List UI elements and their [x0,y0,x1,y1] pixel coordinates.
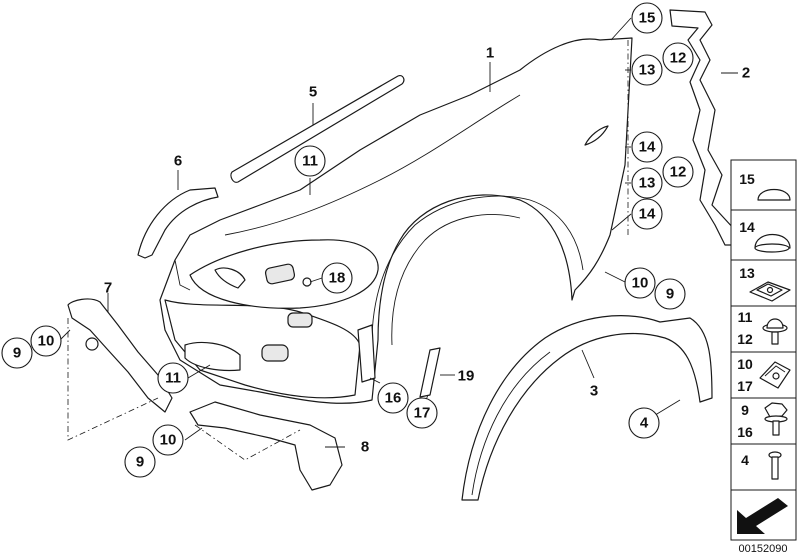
callout-11-top: 11 [294,145,326,177]
strip-part-16 [357,324,376,383]
svg-text:17: 17 [414,405,431,422]
clip-nut-icon [749,281,791,302]
diagram-id-code: 00152090 [739,543,788,555]
bracket-part-6 [137,187,219,259]
svg-text:4: 4 [640,415,649,432]
callout-9-left: 9 [1,337,33,369]
callout-4: 4 [628,407,660,439]
screw-with-washer-icon [762,318,788,345]
callout-13-a: 13 [631,54,663,86]
svg-text:10: 10 [632,275,649,292]
callout-13-b: 13 [631,167,663,199]
callout-17: 17 [406,397,438,429]
legend-number-17: 17 [737,378,753,394]
hex-bolt-icon [764,402,788,436]
callout-18: 18 [321,262,353,294]
callout-14-b: 14 [631,198,663,230]
label-part-6: 6 [174,153,182,170]
lower-bracket-part-8 [189,401,343,491]
callout-10-right: 10 [624,267,656,299]
svg-text:13: 13 [639,62,656,79]
callout-14-a: 14 [631,131,663,163]
strip-part-19 [419,347,441,398]
svg-text:10: 10 [38,333,55,350]
callout-10-left: 10 [30,325,62,357]
flat-cap-icon [754,234,791,253]
label-part-5: 5 [309,84,317,101]
svg-text:9: 9 [13,345,21,362]
callout-11-left: 11 [157,362,189,394]
callout-12-b: 12 [662,156,694,188]
svg-text:9: 9 [136,454,144,471]
legend-number-13: 13 [739,265,755,281]
legend-number-15: 15 [739,171,755,187]
callout-9-right: 9 [654,278,686,310]
svg-text:16: 16 [385,390,402,407]
callout-9-bottom: 9 [124,446,156,478]
label-part-19: 19 [458,368,475,385]
svg-text:10: 10 [160,432,177,449]
label-part-3: 3 [590,383,598,400]
assembly-lines [67,40,629,461]
label-part-2: 2 [742,65,750,82]
rivet-icon [768,451,782,480]
svg-text:11: 11 [165,370,181,387]
svg-text:12: 12 [670,50,687,67]
callout-10-bottom: 10 [152,424,184,456]
legend-number-9: 9 [741,402,749,418]
callout-12-a: 12 [662,42,694,74]
legend-number-14: 14 [739,219,755,235]
trim-strip-part-5 [230,75,405,183]
splash-guard-part-7 [67,298,173,413]
svg-text:14: 14 [639,139,656,156]
svg-text:11: 11 [302,153,318,170]
wheel-arch-trim-part-3 [461,315,713,501]
legend-number-16: 16 [737,424,753,440]
legend-number-4: 4 [741,452,749,468]
callout-16: 16 [377,382,409,414]
dome-cap-icon [757,188,791,201]
svg-text:14: 14 [639,206,656,223]
label-part-8: 8 [361,439,369,456]
legend-number-11: 11 [738,309,753,325]
legend: 15 14 13 11 12 10 17 [730,159,797,555]
label-part-7: 7 [104,280,112,297]
callout-15-top: 15 [631,2,663,34]
svg-text:13: 13 [639,175,656,192]
svg-text:9: 9 [666,286,674,303]
arrow-icon [737,498,788,534]
svg-text:18: 18 [329,270,346,287]
spring-nut-icon [759,361,791,389]
label-part-1: 1 [486,45,494,62]
legend-number-10: 10 [737,356,753,372]
legend-number-12: 12 [737,331,753,347]
part-number-labels: 1 2 3 5 6 7 8 19 [104,45,750,456]
svg-text:15: 15 [639,10,656,27]
svg-text:12: 12 [670,164,687,181]
